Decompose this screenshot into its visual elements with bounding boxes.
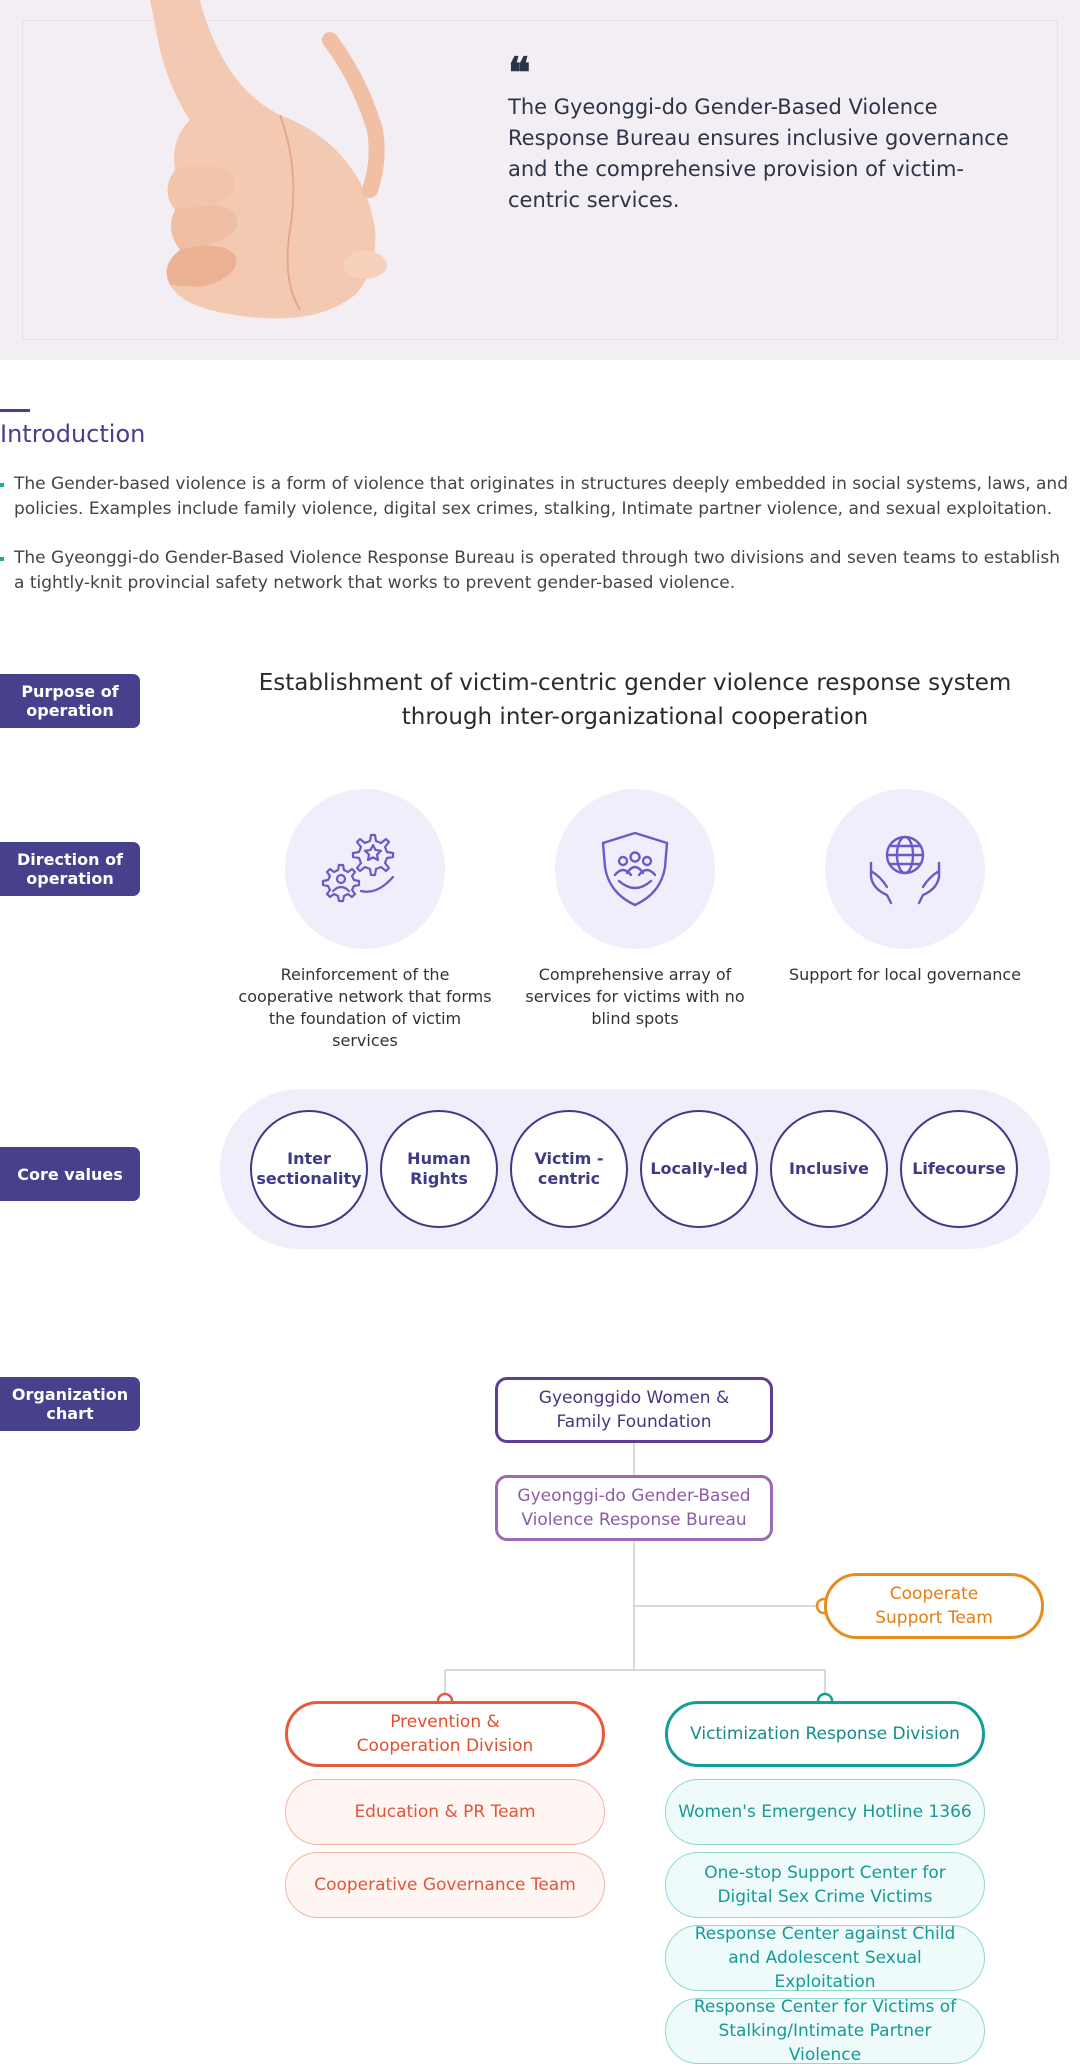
purpose-label: Purpose of operation: [0, 674, 140, 728]
org-prevention-team: Education & PR Team: [285, 1779, 605, 1845]
hero-banner: ❝ The Gyeonggi-do Gender-Based Violence …: [0, 0, 1080, 360]
core-value-circle: Victim -centric: [510, 1110, 628, 1228]
core-values-label: Core values: [0, 1147, 140, 1201]
org-foundation-name: Gyeonggido Women & Family Foundation: [538, 1388, 730, 1432]
gears-star-people-icon: [321, 833, 395, 903]
quote-mark-icon: ❝: [508, 48, 531, 97]
intro-title: Introduction: [0, 420, 146, 448]
core-value-circle: Inter sectionality: [250, 1110, 368, 1228]
direction-icon-circle: [825, 789, 985, 949]
org-foundation-box: Gyeonggido Women & Family Foundation: [495, 1377, 773, 1443]
org-bureau-box: Gyeonggi-do Gender-Based Violence Respon…: [495, 1475, 773, 1541]
direction-icon-circle: [555, 789, 715, 949]
org-victim-team-name: Response Center for Victims of Stalking/…: [693, 1997, 957, 2065]
org-chart-label: Organization chart: [0, 1377, 140, 1431]
direction-text: Reinforcement of the cooperative network…: [238, 965, 492, 1050]
org-victim-team: Response Center for Victims of Stalking/…: [665, 1997, 985, 2065]
org-prevention-team: Cooperative Governance Team: [285, 1852, 605, 1918]
core-value-circle: Lifecourse: [900, 1110, 1018, 1228]
org-victim-team: Women's Emergency Hotline 1366: [665, 1779, 985, 1845]
direction-label: Direction of operation: [0, 842, 140, 896]
org-victim-team: Response Center against Child and Adoles…: [665, 1924, 985, 1992]
org-victim-division-name: Victimization Response Division: [690, 1724, 960, 1744]
core-value-circle: Inclusive: [770, 1110, 888, 1228]
globe-hands-icon: [869, 835, 941, 905]
org-coop-team-box: Cooperate Support Team: [824, 1573, 1044, 1639]
org-victim-team-name: One-stop Support Center for Digital Sex …: [704, 1863, 946, 1907]
purpose-text: Establishment of victim-centric gender v…: [258, 670, 1012, 730]
org-prevention-division-name: Prevention & Cooperation Division: [356, 1712, 534, 1756]
hero-frame: [22, 20, 1058, 340]
holding-hands-image: [150, 0, 387, 319]
intro-bullet: The Gender-based violence is a form of v…: [0, 472, 1074, 522]
core-value-circle: Human Rights: [380, 1110, 498, 1228]
core-value-circle: Locally-led: [640, 1110, 758, 1228]
org-victim-team-name: Response Center against Child and Adoles…: [694, 1924, 956, 1992]
shield-people-icon: [601, 831, 669, 907]
org-bureau-name: Gyeonggi-do Gender-Based Violence Respon…: [517, 1486, 751, 1530]
intro-bullet: The Gyeonggi-do Gender-Based Violence Re…: [0, 546, 1074, 596]
direction-text: Support for local governance: [788, 965, 1022, 984]
org-victim-division-box: Victimization Response Division: [665, 1701, 985, 1767]
direction-text: Comprehensive array of services for vict…: [525, 965, 745, 1028]
org-prevention-division-box: Prevention & Cooperation Division: [285, 1701, 605, 1767]
hero-quote: The Gyeonggi-do Gender-Based Violence Re…: [508, 95, 1009, 212]
intro-accent-bar: [0, 409, 30, 412]
org-coop-team-name: Cooperate Support Team: [875, 1584, 993, 1628]
org-victim-team: One-stop Support Center for Digital Sex …: [665, 1852, 985, 1918]
direction-icon-circle: [285, 789, 445, 949]
